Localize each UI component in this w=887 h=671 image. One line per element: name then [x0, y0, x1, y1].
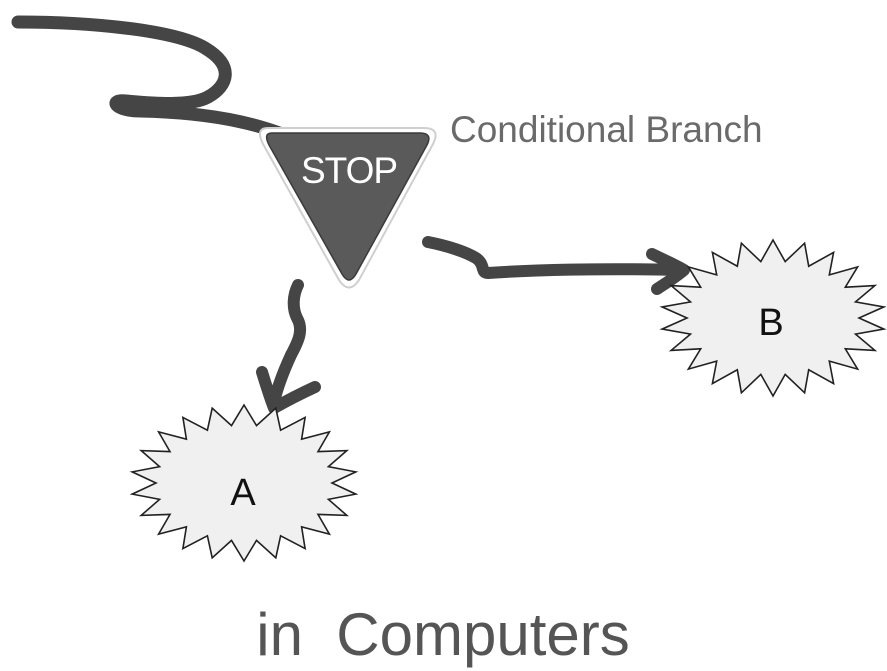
outcome-b-burst: [659, 238, 887, 398]
arrowhead-b: [646, 248, 690, 295]
outcome-a-burst: [129, 403, 359, 563]
outcome-b-label: B: [758, 302, 783, 344]
outcome-a-label: A: [230, 472, 256, 514]
stop-sign: STOP: [258, 127, 437, 289]
footer-caption: in Computers: [256, 601, 629, 668]
outcome-a-node: A: [129, 403, 359, 563]
stop-sign-body: [265, 132, 430, 281]
stop-sign-label: STOP: [301, 150, 397, 191]
branch-annotation: Conditional Branch: [450, 109, 763, 150]
outcome-b-node: B: [659, 238, 887, 398]
branch-path-b: [422, 236, 686, 279]
branch-path-a: [268, 279, 307, 408]
arrowhead-a: [256, 366, 321, 414]
incoming-path: [11, 15, 289, 141]
